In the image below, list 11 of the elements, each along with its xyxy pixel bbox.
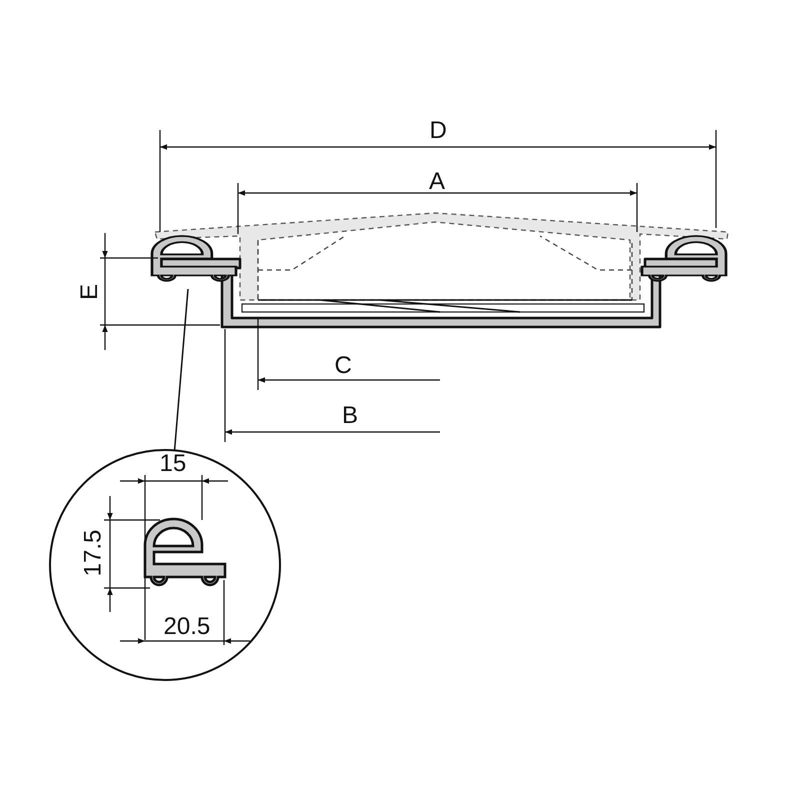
- dimension-label: D: [430, 119, 447, 143]
- gasket-profile: [150, 234, 238, 282]
- dimension-label: A: [429, 170, 446, 194]
- dimension-label: B: [342, 404, 358, 428]
- dimension-label: C: [334, 354, 352, 378]
- dimension-label: 15: [160, 452, 186, 476]
- leader-line: [174, 288, 189, 450]
- detail-circle: [49, 449, 281, 681]
- dimension-label: E: [78, 284, 102, 300]
- dimension-label: 17.5: [80, 530, 105, 576]
- dimension-label: 20.5: [164, 615, 210, 639]
